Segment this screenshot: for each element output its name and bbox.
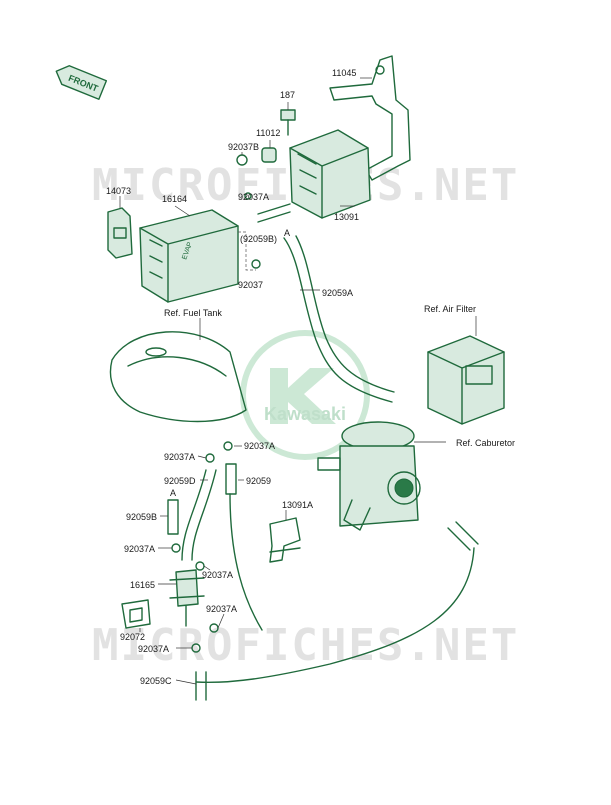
label-92072: 92072 <box>120 632 145 642</box>
label-11045: 11045 <box>332 68 356 78</box>
canister-16164: EVAP <box>139 209 239 303</box>
bracket-11045 <box>329 55 411 181</box>
brand-watermark: Kawasaki <box>264 404 346 424</box>
bolt-187 <box>280 109 296 136</box>
label-16164: 16164 <box>162 194 187 204</box>
label-92037A-low2: 92037A <box>202 570 233 580</box>
label-92037A-low1: 92037A <box>124 544 155 554</box>
canister-13091 <box>289 129 371 219</box>
label-92037A-mid-left: 92037A <box>164 452 195 462</box>
label-92059B: 92059B <box>126 512 157 522</box>
label-plate-14073 <box>107 207 133 259</box>
label-16165: 16165 <box>130 580 155 590</box>
hose-92059A <box>257 203 395 403</box>
ref-carburetor: Ref. Caburetor <box>456 438 515 448</box>
label-11012: 11012 <box>256 128 280 138</box>
label-92059A: 92059A <box>322 288 353 298</box>
label-13091A: 13091A <box>282 500 313 510</box>
fuel-tank-ref <box>109 331 247 423</box>
label-92059: 92059 <box>246 476 271 486</box>
hose-92059C <box>195 521 479 701</box>
label-92059B-paren: (92059B) <box>240 234 277 244</box>
leader-lines <box>119 77 477 685</box>
label-187: 187 <box>280 90 295 100</box>
label-92059D: 92059D <box>164 476 196 486</box>
watermark-bottom: MICROFICHES.NET <box>92 620 519 671</box>
label-92037A-mid-right: 92037A <box>244 441 275 451</box>
label-92037A-low3: 92037A <box>206 604 237 614</box>
bracket-13091A <box>269 517 301 563</box>
label-92037A-low4: 92037A <box>138 644 169 654</box>
carburetor-ref <box>317 421 421 531</box>
fuel-filter-16165 <box>169 569 205 627</box>
hose-92059 <box>225 463 263 631</box>
front-arrow-badge: FRONT <box>55 65 108 100</box>
marker-a-bottom: A <box>170 488 176 498</box>
label-14073: 14073 <box>106 186 131 196</box>
marker-a-top: A <box>284 228 290 238</box>
label-13091: 13091 <box>334 212 359 222</box>
label-92037B: 92037B <box>228 142 259 152</box>
collar-11012 <box>261 147 277 163</box>
label-92059C: 92059C <box>140 676 172 686</box>
ref-fuel-tank: Ref. Fuel Tank <box>164 308 222 318</box>
hose-92059D <box>181 469 217 561</box>
ref-air-filter: Ref. Air Filter <box>424 304 476 314</box>
air-filter-ref <box>427 335 505 425</box>
kawasaki-watermark-logo: Kawasaki <box>240 330 370 460</box>
label-92037-top: 92037 <box>238 280 263 290</box>
bracket-92072 <box>121 599 151 629</box>
hose-92059B <box>167 499 179 535</box>
label-92037A-top: 92037A <box>238 192 269 202</box>
